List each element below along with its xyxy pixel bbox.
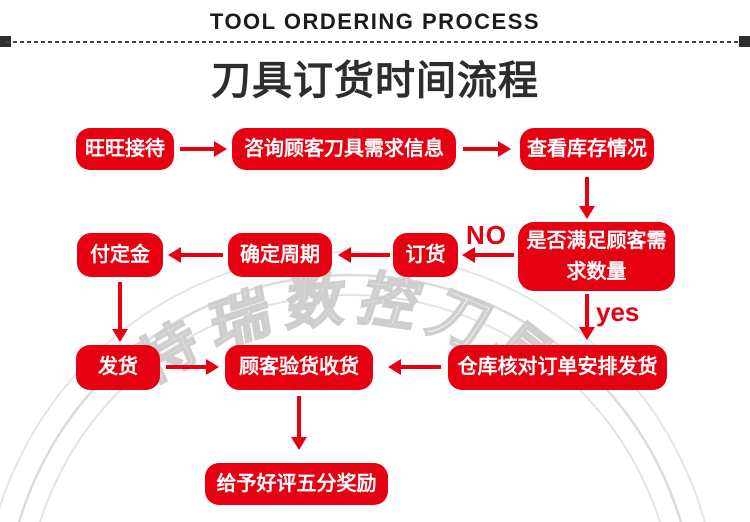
page-title: 刀具订货时间流程 [211, 59, 539, 103]
flow-arrow-inquiry-to-check-stock [463, 141, 511, 157]
header-eyebrow: TOOL ORDERING PROCESS [209, 9, 541, 34]
flow-arrow-confirm-cycle-to-pay-deposit [168, 247, 223, 263]
watermark-ring-inner [39, 294, 661, 522]
divider-square-left [0, 36, 11, 47]
flow-arrow-decision-yes-to-warehouse [579, 294, 595, 340]
flow-arrow-reception-to-inquiry [180, 141, 227, 157]
flow-node-customer-inspection: 顾客验货收货 [225, 345, 373, 390]
flow-node-inquiry: 咨询顾客刀具需求信息 [232, 128, 456, 170]
divider-square-right [739, 36, 750, 47]
flow-node-ship: 发货 [76, 345, 160, 390]
edge-label-no: NO [466, 220, 507, 250]
flow-arrow-ship-to-customer-inspection [166, 359, 219, 375]
flow-node-reception: 旺旺接待 [76, 128, 174, 170]
flow-node-warehouse-dispatch: 仓库核对订单安排发货 [448, 345, 667, 390]
flow-node-place-order: 订货 [393, 233, 458, 277]
flow-node-demand-decision: 是否满足顾客需求数量 [518, 222, 675, 291]
flow-arrow-pay-deposit-to-ship [112, 282, 128, 342]
flow-node-review-reward: 给予好评五分奖励 [205, 463, 388, 505]
header-divider [0, 36, 750, 48]
flow-arrow-check-stock-to-decision [579, 177, 595, 219]
watermark-ring-middle [18, 273, 682, 522]
flow-arrow-warehouse-to-customer-inspection [388, 359, 441, 375]
flow-arrow-decision-no-to-place-order [462, 247, 514, 263]
flow-node-confirm-cycle: 确定周期 [228, 233, 332, 277]
flow-arrow-inspection-to-reward [291, 396, 307, 450]
divider-dashed-line [6, 41, 744, 43]
flow-node-pay-deposit: 付定金 [77, 233, 163, 277]
flow-arrow-place-order-to-confirm-cycle [338, 247, 390, 263]
flow-node-check-stock: 查看库存情况 [520, 128, 654, 170]
edge-label-yes: yes [596, 297, 640, 327]
